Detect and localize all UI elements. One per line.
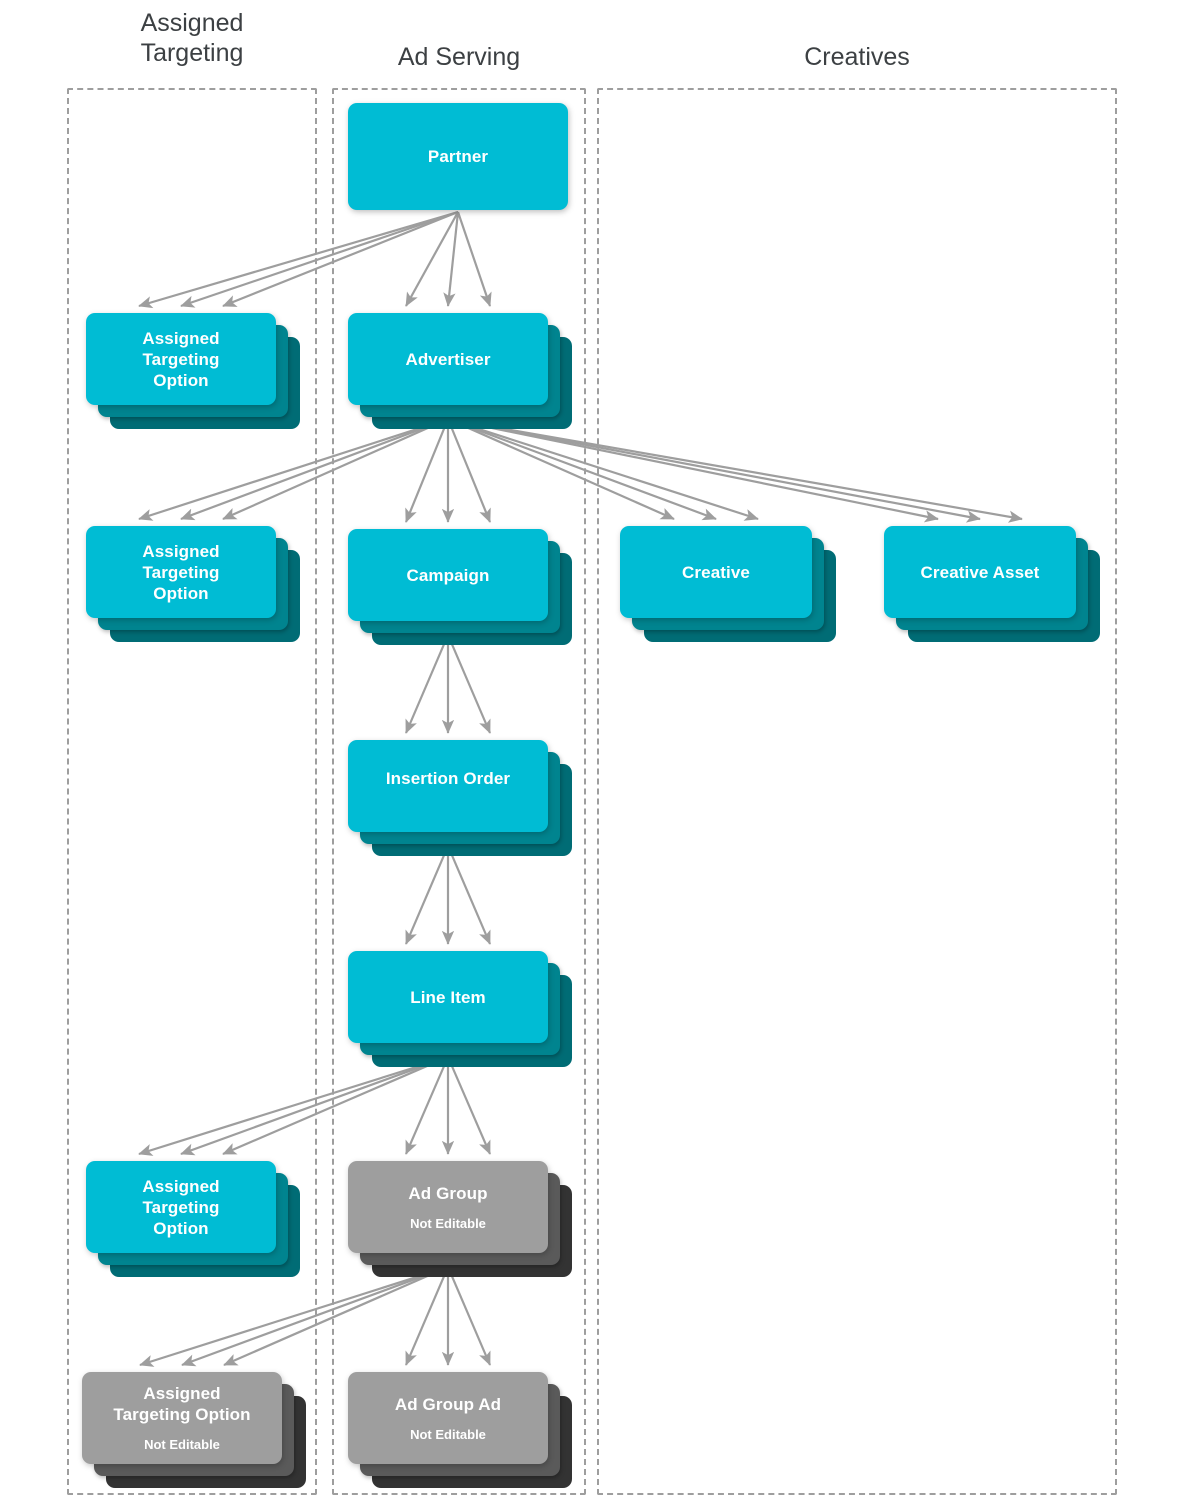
card-face-ad-group-ad[interactable]: Ad Group Ad Not Editable	[348, 1372, 548, 1464]
edge-advertiser-to-creative	[447, 417, 675, 521]
node-card-insertion-order[interactable]: Insertion Order	[348, 740, 572, 856]
node-card-campaign[interactable]: Campaign	[348, 529, 572, 645]
edge-ad-group-to-ad-group-ad	[446, 1266, 492, 1366]
card-badge-not-editable: Not Editable	[410, 1215, 486, 1231]
card-title-ato-ad-group: Assigned Targeting Option	[113, 1384, 251, 1424]
card-face-creative-asset[interactable]: Creative Asset	[884, 526, 1076, 618]
card-face-campaign[interactable]: Campaign	[348, 529, 548, 621]
node-card-partner[interactable]: Partner	[348, 103, 592, 234]
edge-advertiser-to-ato-advertiser	[222, 417, 449, 521]
edge-partner-to-advertiser	[405, 211, 459, 307]
node-card-ato-partner[interactable]: Assigned Targeting Option	[86, 313, 300, 429]
card-title-ato-line-item: Assigned Targeting Option	[142, 1176, 220, 1238]
edge-partner-to-ato-partner	[138, 210, 459, 309]
node-card-creative[interactable]: Creative	[620, 526, 836, 642]
card-badge-not-editable: Not Editable	[410, 1426, 486, 1442]
card-face-partner[interactable]: Partner	[348, 103, 568, 210]
edge-line-item-to-ad-group	[446, 1056, 492, 1155]
card-title-partner: Partner	[427, 147, 489, 166]
card-face-advertiser[interactable]: Advertiser	[348, 313, 548, 405]
node-card-advertiser[interactable]: Advertiser	[348, 313, 572, 429]
edge-advertiser-to-ato-advertiser	[138, 417, 449, 521]
edge-ad-group-to-ato-ad-group	[181, 1265, 449, 1367]
node-card-ato-line-item[interactable]: Assigned Targeting Option	[86, 1161, 300, 1277]
edge-campaign-to-insertion-order	[446, 634, 492, 734]
node-card-creative-asset[interactable]: Creative Asset	[884, 526, 1100, 642]
card-face-line-item[interactable]: Line Item	[348, 951, 548, 1043]
card-title-campaign: Campaign	[406, 565, 490, 585]
card-title-ad-group: Ad Group	[408, 1183, 488, 1203]
card-face-insertion-order[interactable]: Insertion Order	[348, 740, 548, 832]
edge-advertiser-to-campaign	[404, 418, 450, 523]
edge-advertiser-to-creative	[447, 417, 759, 521]
edge-advertiser-to-campaign	[446, 418, 492, 523]
card-face-ato-advertiser[interactable]: Assigned Targeting Option	[86, 526, 276, 618]
edge-paths	[138, 210, 1023, 1367]
edge-advertiser-to-ato-advertiser	[180, 417, 449, 521]
card-face-ato-partner[interactable]: Assigned Targeting Option	[86, 313, 276, 405]
group-title-creatives: Creatives	[804, 43, 910, 71]
edge-advertiser-to-creative-asset	[447, 417, 981, 523]
edge-advertiser-to-creative-asset	[447, 417, 939, 523]
edge-line-item-to-ato-line-item	[180, 1055, 449, 1156]
edge-insertion-order-to-line-item	[446, 845, 492, 945]
node-card-ato-advertiser[interactable]: Assigned Targeting Option	[86, 526, 300, 642]
edge-line-item-to-ato-line-item	[222, 1055, 449, 1156]
edge-line-item-to-ad-group	[404, 1056, 450, 1155]
edge-insertion-order-to-line-item	[404, 845, 450, 945]
card-badge-not-editable: Not Editable	[144, 1437, 220, 1452]
card-title-insertion-order: Insertion Order	[385, 769, 511, 788]
edge-partner-to-advertiser	[443, 211, 460, 307]
card-face-ato-line-item[interactable]: Assigned Targeting Option	[86, 1161, 276, 1253]
card-face-creative[interactable]: Creative	[620, 526, 812, 618]
edge-ad-group-to-ato-ad-group	[223, 1265, 449, 1367]
card-title-creative-asset: Creative Asset	[920, 562, 1040, 582]
node-card-ad-group-ad[interactable]: Ad Group Ad Not Editable	[348, 1372, 572, 1488]
swimlane-assigned-targeting	[67, 88, 317, 1495]
group-title-assigned-targeting: Assigned Targeting	[140, 9, 244, 67]
card-title-line-item: Line Item	[410, 987, 486, 1007]
card-title-ad-group-ad: Ad Group Ad	[394, 1394, 502, 1414]
swimlane-creatives	[597, 88, 1117, 1495]
edge-campaign-to-insertion-order	[404, 634, 450, 734]
edge-ad-group-to-ad-group-ad	[404, 1266, 450, 1366]
edge-line-item-to-ato-line-item	[138, 1055, 449, 1156]
node-card-line-item[interactable]: Line Item	[348, 951, 572, 1067]
card-title-ato-partner: Assigned Targeting Option	[142, 328, 220, 390]
edge-partner-to-ato-partner	[222, 210, 459, 308]
group-title-ad-serving: Ad Serving	[397, 43, 521, 71]
card-title-advertiser: Advertiser	[405, 349, 491, 369]
edge-advertiser-to-creative	[447, 417, 717, 521]
card-title-creative: Creative	[682, 562, 750, 582]
edge-partner-to-ato-partner	[180, 210, 459, 308]
edge-ad-group-to-ato-ad-group	[139, 1265, 449, 1367]
card-title-ato-advertiser: Assigned Targeting Option	[142, 541, 220, 603]
swimlane-ad-serving	[332, 88, 586, 1495]
edge-partner-to-advertiser	[456, 211, 492, 307]
edge-advertiser-to-creative-asset	[447, 417, 1023, 523]
